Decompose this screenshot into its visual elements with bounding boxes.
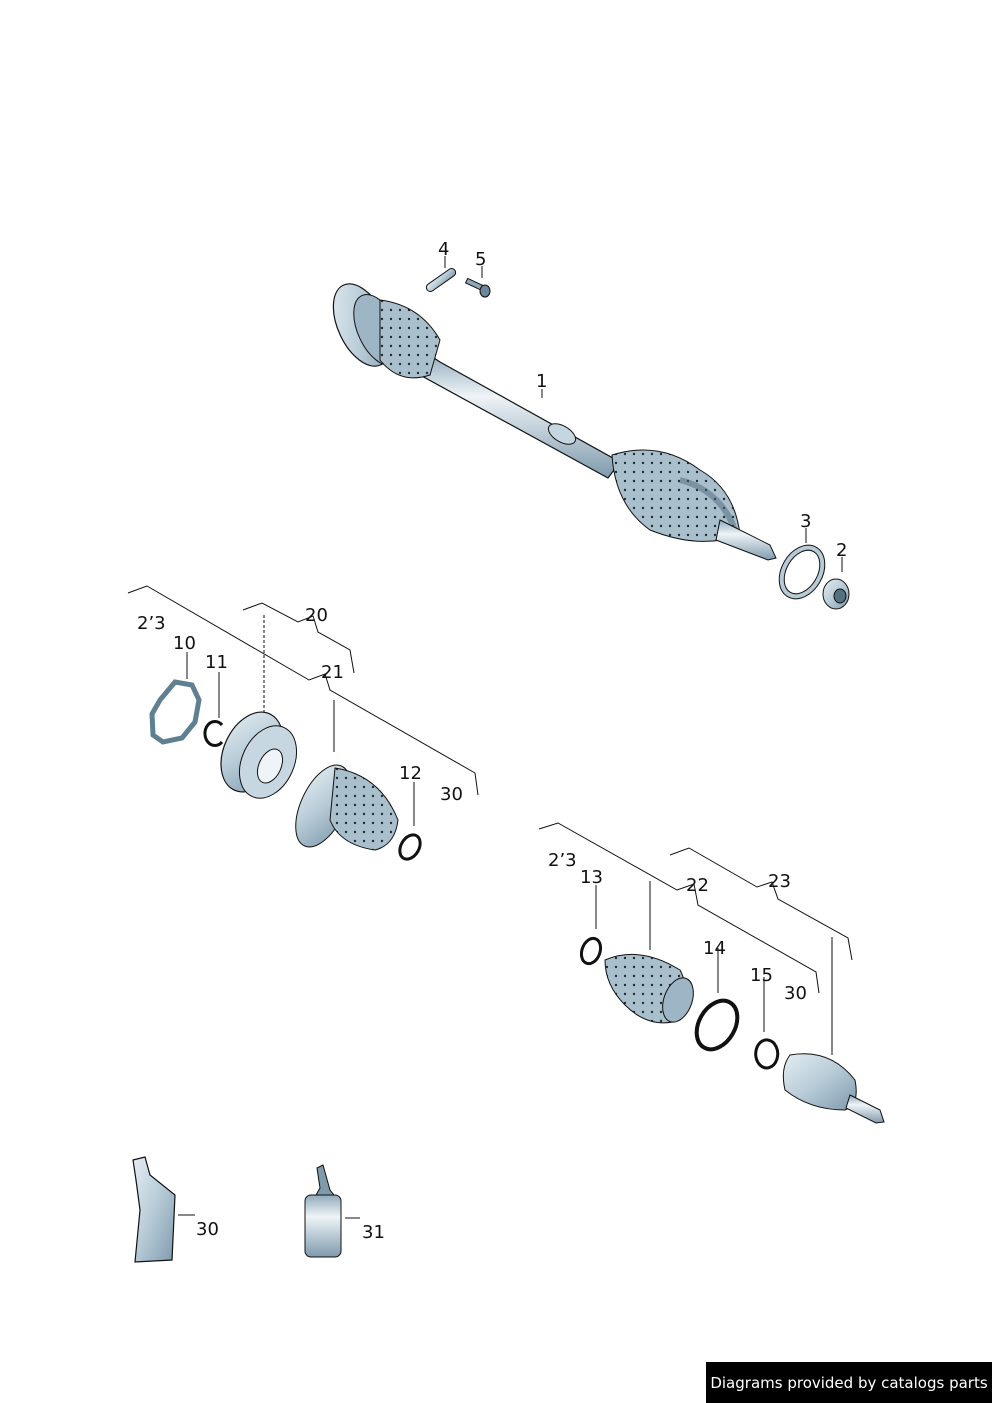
callout-15[interactable]: 15 <box>750 965 773 986</box>
bracket-lines-left <box>127 585 479 826</box>
credit-text: Diagrams provided by catalogs parts <box>710 1373 988 1392</box>
credit-banner: Diagrams provided by catalogs parts <box>706 1362 992 1403</box>
sealant-bottle-part-31[interactable] <box>304 1164 360 1258</box>
gasket-part-10[interactable] <box>149 679 202 745</box>
callout-21[interactable]: 21 <box>321 662 344 683</box>
circlip-part-15[interactable] <box>754 1038 780 1070</box>
callout-30-left[interactable]: 30 <box>440 784 463 805</box>
callout-11[interactable]: 11 <box>205 652 228 673</box>
callout-2-3-right[interactable]: 2’3 <box>548 850 577 871</box>
callout-22[interactable]: 22 <box>686 875 709 896</box>
boot-part-21[interactable] <box>284 757 399 855</box>
clamp-part-13[interactable] <box>578 936 604 967</box>
cv-joint-part-20[interactable] <box>209 702 308 807</box>
callout-31[interactable]: 31 <box>362 1222 385 1243</box>
grease-tube-part-30[interactable] <box>132 1156 195 1263</box>
lock-plate-part-4[interactable] <box>425 267 457 293</box>
clamp-part-14[interactable] <box>688 993 745 1056</box>
callout-12[interactable]: 12 <box>399 763 422 784</box>
callout-23[interactable]: 23 <box>768 871 791 892</box>
clamp-part-12[interactable] <box>396 831 425 863</box>
cv-joint-part-23[interactable] <box>782 1053 885 1124</box>
circlip-part-11[interactable] <box>203 720 224 747</box>
callout-20[interactable]: 20 <box>305 605 328 626</box>
callout-2-3-left[interactable]: 2’3 <box>137 613 166 634</box>
callout-14[interactable]: 14 <box>703 938 726 959</box>
callout-3[interactable]: 3 <box>800 511 812 532</box>
callout-10[interactable]: 10 <box>173 633 196 654</box>
leader-lines-top <box>444 256 843 572</box>
callout-1[interactable]: 1 <box>536 371 548 392</box>
callout-30-tube[interactable]: 30 <box>196 1219 219 1240</box>
bolt-part-5[interactable] <box>464 277 491 298</box>
callout-30-right[interactable]: 30 <box>784 983 807 1004</box>
callout-13[interactable]: 13 <box>580 867 603 888</box>
callout-2[interactable]: 2 <box>836 540 848 561</box>
callout-5[interactable]: 5 <box>475 249 487 270</box>
drive-shaft-assembly[interactable] <box>322 275 777 561</box>
bracket-lines-right <box>538 822 853 1055</box>
boot-part-22[interactable] <box>604 953 699 1026</box>
callout-4[interactable]: 4 <box>438 239 450 260</box>
nut-part-2[interactable] <box>822 578 850 610</box>
